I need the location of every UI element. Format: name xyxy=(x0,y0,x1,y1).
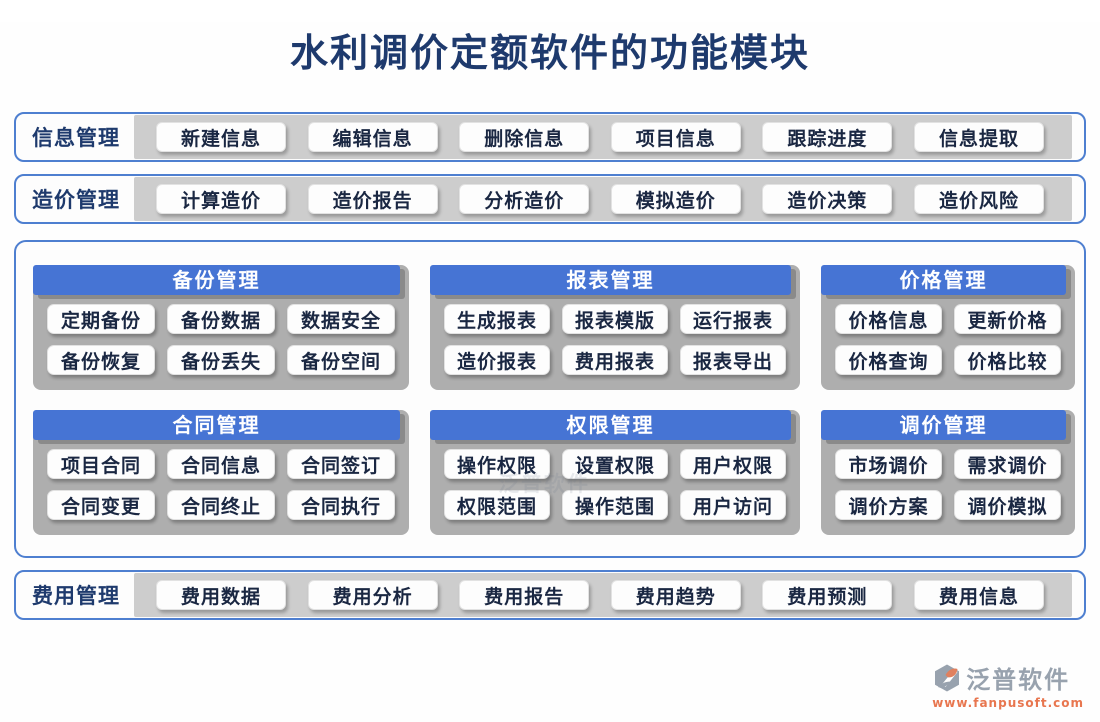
card-button[interactable]: 备份数据 xyxy=(167,304,275,334)
page-title: 水利调价定额软件的功能模块 xyxy=(289,30,810,75)
card-button[interactable]: 调价模拟 xyxy=(954,490,1061,520)
card-backup-management: 备份管理 定期备份 备份数据 数据安全 备份恢复 备份丢失 备份空间 xyxy=(33,265,409,390)
band-button[interactable]: 新建信息 xyxy=(156,122,287,152)
band-button[interactable]: 跟踪进度 xyxy=(762,122,893,152)
band-button[interactable]: 删除信息 xyxy=(459,122,590,152)
band-label: 造价管理 xyxy=(32,187,120,212)
card-title: 调价管理 xyxy=(821,410,1066,440)
card-button[interactable]: 运行报表 xyxy=(680,304,786,334)
band-fee-management: 费用管理 费用数据 费用分析 费用报告 费用趋势 费用预测 费用信息 xyxy=(14,570,1086,620)
band-button[interactable]: 造价风险 xyxy=(913,184,1044,214)
card-button[interactable]: 权限范围 xyxy=(444,490,550,520)
band-button[interactable]: 造价报告 xyxy=(307,184,438,214)
card-button[interactable]: 更新价格 xyxy=(954,304,1061,334)
card-button[interactable]: 备份空间 xyxy=(287,345,395,375)
card-button[interactable]: 备份丢失 xyxy=(167,345,275,375)
card-title: 报表管理 xyxy=(430,265,791,295)
card-button[interactable]: 设置权限 xyxy=(562,449,668,479)
card-button[interactable]: 合同信息 xyxy=(167,449,275,479)
card-price-management: 价格管理 价格信息 更新价格 价格查询 价格比较 xyxy=(821,265,1075,390)
band-button-bar: 新建信息 编辑信息 删除信息 项目信息 跟踪进度 信息提取 xyxy=(134,115,1072,159)
card-button[interactable]: 用户访问 xyxy=(680,490,786,520)
card-button[interactable]: 合同执行 xyxy=(287,490,395,520)
band-button[interactable]: 费用报告 xyxy=(459,580,590,610)
card-permission-management: 权限管理 操作权限 设置权限 用户权限 权限范围 操作范围 用户访问 xyxy=(430,410,800,535)
card-title: 价格管理 xyxy=(821,265,1066,295)
card-button[interactable]: 项目合同 xyxy=(47,449,155,479)
band-label: 费用管理 xyxy=(32,583,120,608)
card-contract-management: 合同管理 项目合同 合同信息 合同签订 合同变更 合同终止 合同执行 xyxy=(33,410,409,535)
card-button[interactable]: 备份恢复 xyxy=(47,345,155,375)
band-button-bar: 计算造价 造价报告 分析造价 模拟造价 造价决策 造价风险 xyxy=(134,177,1072,221)
card-button[interactable]: 报表导出 xyxy=(680,345,786,375)
band-button[interactable]: 模拟造价 xyxy=(610,184,741,214)
card-button[interactable]: 合同终止 xyxy=(167,490,275,520)
band-button[interactable]: 编辑信息 xyxy=(307,122,438,152)
band-button[interactable]: 信息提取 xyxy=(913,122,1044,152)
card-button[interactable]: 价格比较 xyxy=(954,345,1061,375)
band-button[interactable]: 费用数据 xyxy=(156,580,287,610)
footer-brand: 泛普软件 www.fanpusoft.com xyxy=(932,660,1084,710)
card-button[interactable]: 合同变更 xyxy=(47,490,155,520)
band-button[interactable]: 项目信息 xyxy=(610,122,741,152)
band-button[interactable]: 费用信息 xyxy=(913,580,1044,610)
brand-name: 泛普软件 xyxy=(966,665,1071,694)
card-button[interactable]: 调价方案 xyxy=(835,490,942,520)
card-button[interactable]: 造价报表 xyxy=(444,345,550,375)
card-button[interactable]: 生成报表 xyxy=(444,304,550,334)
card-button[interactable]: 合同签订 xyxy=(287,449,395,479)
band-label: 信息管理 xyxy=(32,125,120,150)
card-title: 权限管理 xyxy=(430,410,791,440)
card-button[interactable]: 需求调价 xyxy=(954,449,1061,479)
band-button[interactable]: 计算造价 xyxy=(156,184,287,214)
card-price-adjustment-management: 调价管理 市场调价 需求调价 调价方案 调价模拟 xyxy=(821,410,1075,535)
card-button[interactable]: 价格查询 xyxy=(835,345,942,375)
card-button[interactable]: 用户权限 xyxy=(680,449,786,479)
band-button[interactable]: 造价决策 xyxy=(762,184,893,214)
card-button[interactable]: 数据安全 xyxy=(287,304,395,334)
card-title: 合同管理 xyxy=(33,410,400,440)
module-cards-panel: 备份管理 定期备份 备份数据 数据安全 备份恢复 备份丢失 备份空间 报表管理 … xyxy=(14,240,1086,558)
card-button[interactable]: 市场调价 xyxy=(835,449,942,479)
brand-website-link[interactable]: www.fanpusoft.com xyxy=(932,696,1084,710)
card-title: 备份管理 xyxy=(33,265,400,295)
card-button[interactable]: 操作权限 xyxy=(444,449,550,479)
card-button[interactable]: 费用报表 xyxy=(562,345,668,375)
band-button[interactable]: 分析造价 xyxy=(459,184,590,214)
band-button[interactable]: 费用预测 xyxy=(762,580,893,610)
page: 水利调价定额软件的功能模块 信息管理 新建信息 编辑信息 删除信息 项目信息 跟… xyxy=(0,22,1100,722)
card-button[interactable]: 定期备份 xyxy=(47,304,155,334)
band-info-management: 信息管理 新建信息 编辑信息 删除信息 项目信息 跟踪进度 信息提取 xyxy=(14,112,1086,162)
card-button[interactable]: 操作范围 xyxy=(562,490,668,520)
band-button[interactable]: 费用分析 xyxy=(307,580,438,610)
card-button[interactable]: 价格信息 xyxy=(835,304,942,334)
card-button[interactable]: 报表模版 xyxy=(562,304,668,334)
band-button[interactable]: 费用趋势 xyxy=(610,580,741,610)
fanpu-logo-icon xyxy=(932,663,962,693)
band-button-bar: 费用数据 费用分析 费用报告 费用趋势 费用预测 费用信息 xyxy=(134,573,1072,617)
card-report-management: 报表管理 生成报表 报表模版 运行报表 造价报表 费用报表 报表导出 xyxy=(430,265,800,390)
band-cost-management: 造价管理 计算造价 造价报告 分析造价 模拟造价 造价决策 造价风险 xyxy=(14,174,1086,224)
